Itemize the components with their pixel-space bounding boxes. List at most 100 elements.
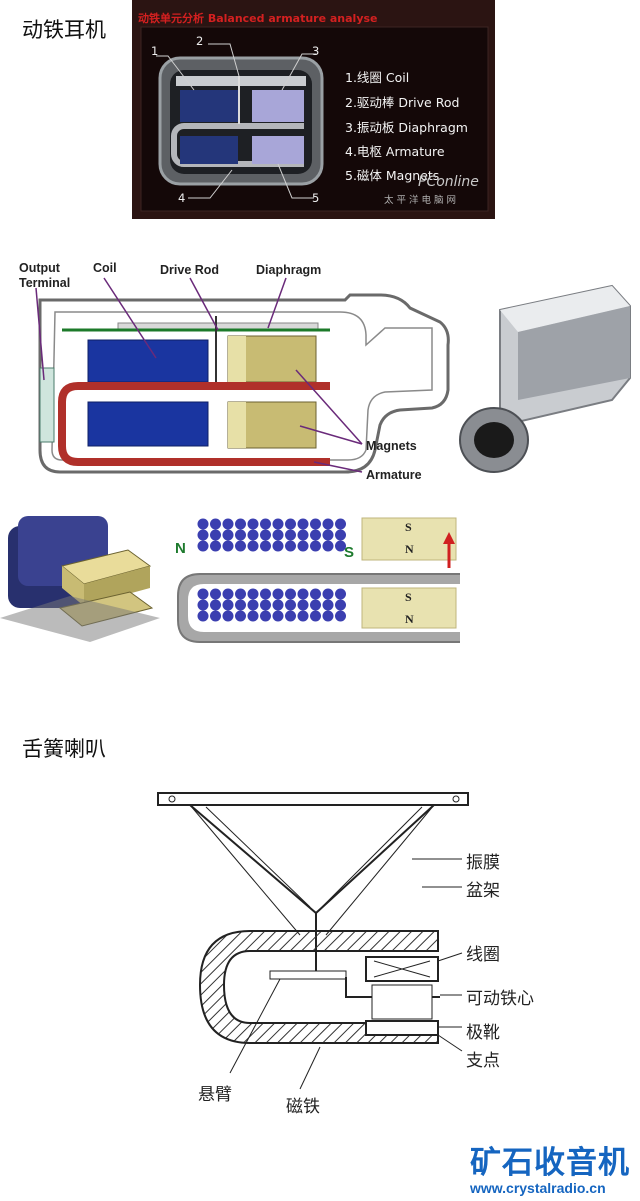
coil-winding (197, 540, 209, 552)
coil-winding (297, 588, 309, 600)
coil-winding (222, 540, 234, 552)
coil-winding (335, 540, 346, 552)
coil-winding (285, 599, 296, 611)
coil-winding (260, 599, 271, 611)
coil-winding (197, 529, 209, 541)
coil-winding (247, 588, 259, 600)
callout-3: 3 (312, 44, 320, 58)
coil-winding (260, 588, 271, 600)
coil-winding (310, 529, 321, 541)
coil-winding (322, 518, 334, 530)
coil-winding (297, 529, 309, 541)
coil-winding (197, 599, 209, 611)
pole-lower-s: S (405, 590, 412, 604)
callout-4: 4 (178, 191, 186, 205)
coil-winding (235, 529, 246, 541)
coil-winding (210, 610, 221, 622)
coil-winding (285, 588, 296, 600)
balanced-armature-photo-panel (132, 0, 495, 219)
coil-winding (222, 529, 234, 541)
coil-winding (222, 599, 234, 611)
pole-upper-s: S (405, 520, 412, 534)
coil-winding (210, 599, 221, 611)
coil-winding (260, 610, 271, 622)
coil-winding (235, 588, 246, 600)
coil-winding (297, 599, 309, 611)
label-coil: Coil (93, 261, 117, 275)
coil-winding (247, 518, 259, 530)
coil-winding (210, 529, 221, 541)
label-drive-rod: Drive Rod (160, 263, 220, 277)
label-pivot-cn: 支点 (466, 1051, 500, 1071)
coil-winding (335, 588, 346, 600)
brand-url: www.crystalradio.cn (470, 1180, 606, 1196)
watermark-cn: 太平洋电脑网 (384, 195, 460, 206)
coil-winding (247, 610, 259, 622)
coil-winding (335, 610, 346, 622)
armature-unit-render (459, 284, 631, 473)
pole-lower-n: N (405, 612, 414, 626)
coil-winding (310, 588, 321, 600)
coil-winding (197, 610, 209, 622)
section-title-reed-speaker: 舌簧喇叭 (22, 737, 106, 761)
coil-winding (322, 529, 334, 541)
label-frame-cn: 盆架 (466, 881, 500, 901)
coil-winding (260, 540, 271, 552)
label-output-terminal: Output Terminal (19, 261, 71, 290)
coil-winding (222, 518, 234, 530)
label-magnets: Magnets (366, 439, 417, 453)
coil-winding (310, 518, 321, 530)
coil-winding (322, 540, 334, 552)
panel-title: 动铁单元分析 Balanced armature analyse (138, 12, 378, 25)
coil-winding (285, 518, 296, 530)
coil-winding (260, 518, 271, 530)
watermark-logo: PConline (418, 174, 479, 190)
coil-winding (247, 599, 259, 611)
coil-winding (235, 599, 246, 611)
coil-winding (197, 588, 209, 600)
coil-winding (310, 610, 321, 622)
label-coil-cn: 线圈 (466, 945, 500, 965)
reed-speaker-diagram (157, 792, 469, 1090)
section-title-balanced-armature: 动铁耳机 (22, 18, 106, 42)
coil-winding (335, 518, 346, 530)
coil-winding (285, 540, 296, 552)
coil-winding (322, 588, 334, 600)
coil-winding (235, 610, 246, 622)
coil-winding (260, 529, 271, 541)
coil-winding (222, 588, 234, 600)
coil-winding (197, 518, 209, 530)
coil-winding (297, 518, 309, 530)
coil-winding (210, 518, 221, 530)
coil-winding (297, 610, 309, 622)
coil-winding (235, 540, 246, 552)
coil-winding (322, 610, 334, 622)
coil-winding (310, 599, 321, 611)
pole-n-left: N (175, 540, 186, 557)
label-diaphragm-cn: 振膜 (466, 853, 500, 873)
coil-winding (210, 588, 221, 600)
coil-winding (272, 529, 284, 541)
coil-winding (272, 610, 284, 622)
legend-magnets: 5.磁体 Magnets (345, 168, 440, 183)
coil-winding (335, 599, 346, 611)
callout-1: 1 (151, 44, 159, 58)
brand-logo: 矿石收音机 (470, 1145, 630, 1181)
coil-winding (272, 588, 284, 600)
pole-s-left: S (344, 544, 355, 561)
label-moving-core-cn: 可动铁心 (466, 989, 534, 1009)
legend-diaphragm: 3.振动板 Diaphragm (345, 120, 468, 135)
armature-cross-section-diagram (0, 277, 631, 643)
pole-upper-n: N (405, 542, 414, 556)
label-magnet-cn: 磁铁 (286, 1097, 320, 1117)
coil-winding (322, 599, 334, 611)
coil-winding (272, 518, 284, 530)
coil-winding (222, 610, 234, 622)
coil-winding (335, 529, 346, 541)
legend-drive-rod: 2.驱动棒 Drive Rod (345, 95, 460, 110)
legend-coil: 1.线圈 Coil (345, 70, 410, 85)
coil-winding (247, 529, 259, 541)
coil-winding (272, 540, 284, 552)
coil-winding (210, 540, 221, 552)
coil-winding (247, 540, 259, 552)
